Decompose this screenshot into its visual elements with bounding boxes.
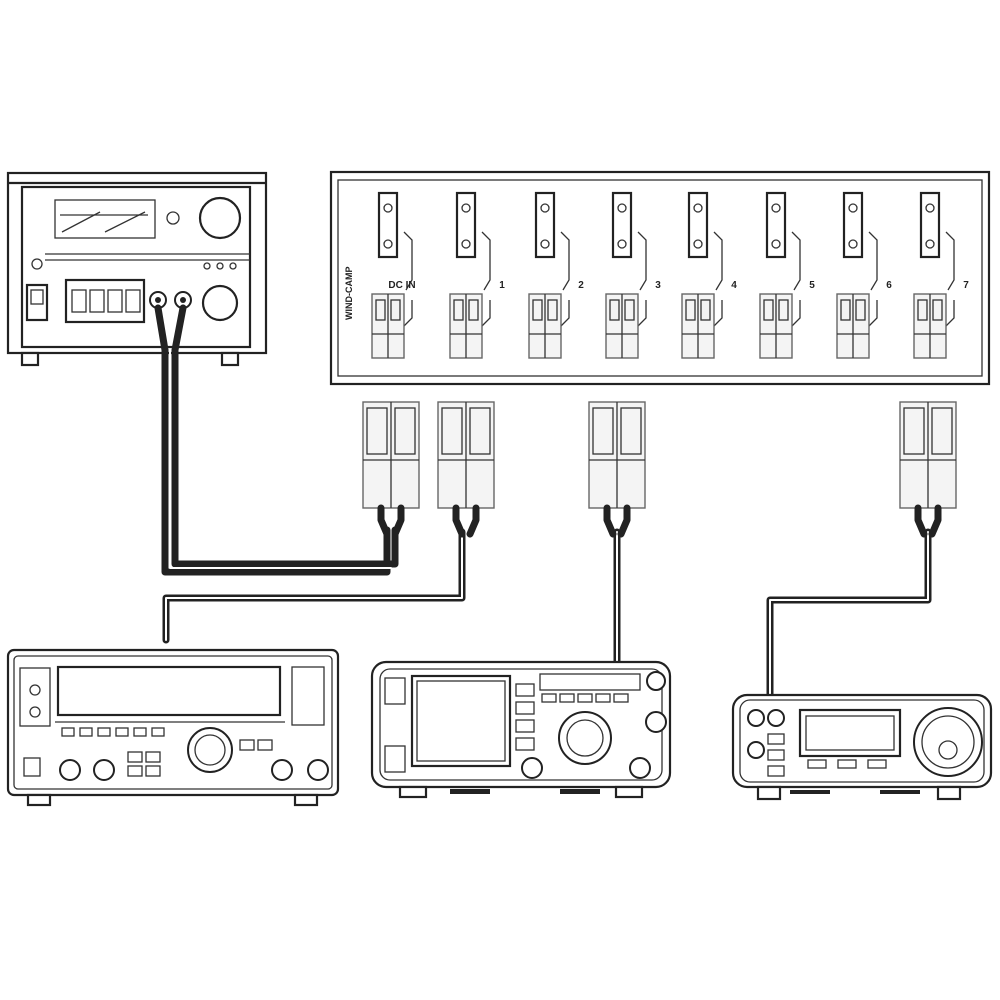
power-distributor: WIND-CAMP DC IN 1 2 3 4 5 6 7 (329, 170, 991, 386)
powerpole-connector (899, 401, 957, 538)
touchscreen-transceiver (370, 660, 672, 799)
distributor-brand-label: WIND-CAMP (344, 267, 354, 321)
compact-transceiver (731, 693, 993, 801)
output-label-6: 6 (886, 280, 892, 291)
powerpole-connector (437, 401, 495, 538)
powerpole-connector (362, 401, 420, 538)
port-4: 4 (681, 191, 737, 359)
fuse-holder (919, 191, 941, 259)
output-label-1: 1 (499, 280, 505, 291)
fuse-holder (455, 191, 477, 259)
fuse-holder (687, 191, 709, 259)
port-5: 5 (759, 191, 815, 359)
fuse-holder (377, 191, 399, 259)
power-supply (6, 171, 268, 367)
port-1: 1 (449, 191, 505, 359)
dc-in-label: DC IN (388, 280, 415, 291)
distributor-ports: DC IN 1 2 3 4 5 6 7 (371, 191, 969, 359)
fuse-holder (534, 191, 556, 259)
hf-transceiver (6, 648, 340, 807)
dc-cables (154, 304, 932, 699)
powerpole-connector (588, 401, 646, 538)
hf-transceiver-buttons (61, 727, 273, 777)
port-2: 2 (528, 191, 584, 359)
port-dc-in: DC IN (371, 191, 416, 359)
fuse-holder (842, 191, 864, 259)
port-3: 3 (605, 191, 661, 359)
output-label-3: 3 (655, 280, 661, 291)
port-6: 6 (836, 191, 892, 359)
fuse-holder (611, 191, 633, 259)
output-label-7: 7 (963, 280, 969, 291)
output-label-4: 4 (731, 280, 737, 291)
output-label-2: 2 (578, 280, 584, 291)
port-7: 7 (913, 191, 969, 359)
output-label-5: 5 (809, 280, 815, 291)
loose-connectors (362, 401, 957, 538)
fuse-holder (765, 191, 787, 259)
